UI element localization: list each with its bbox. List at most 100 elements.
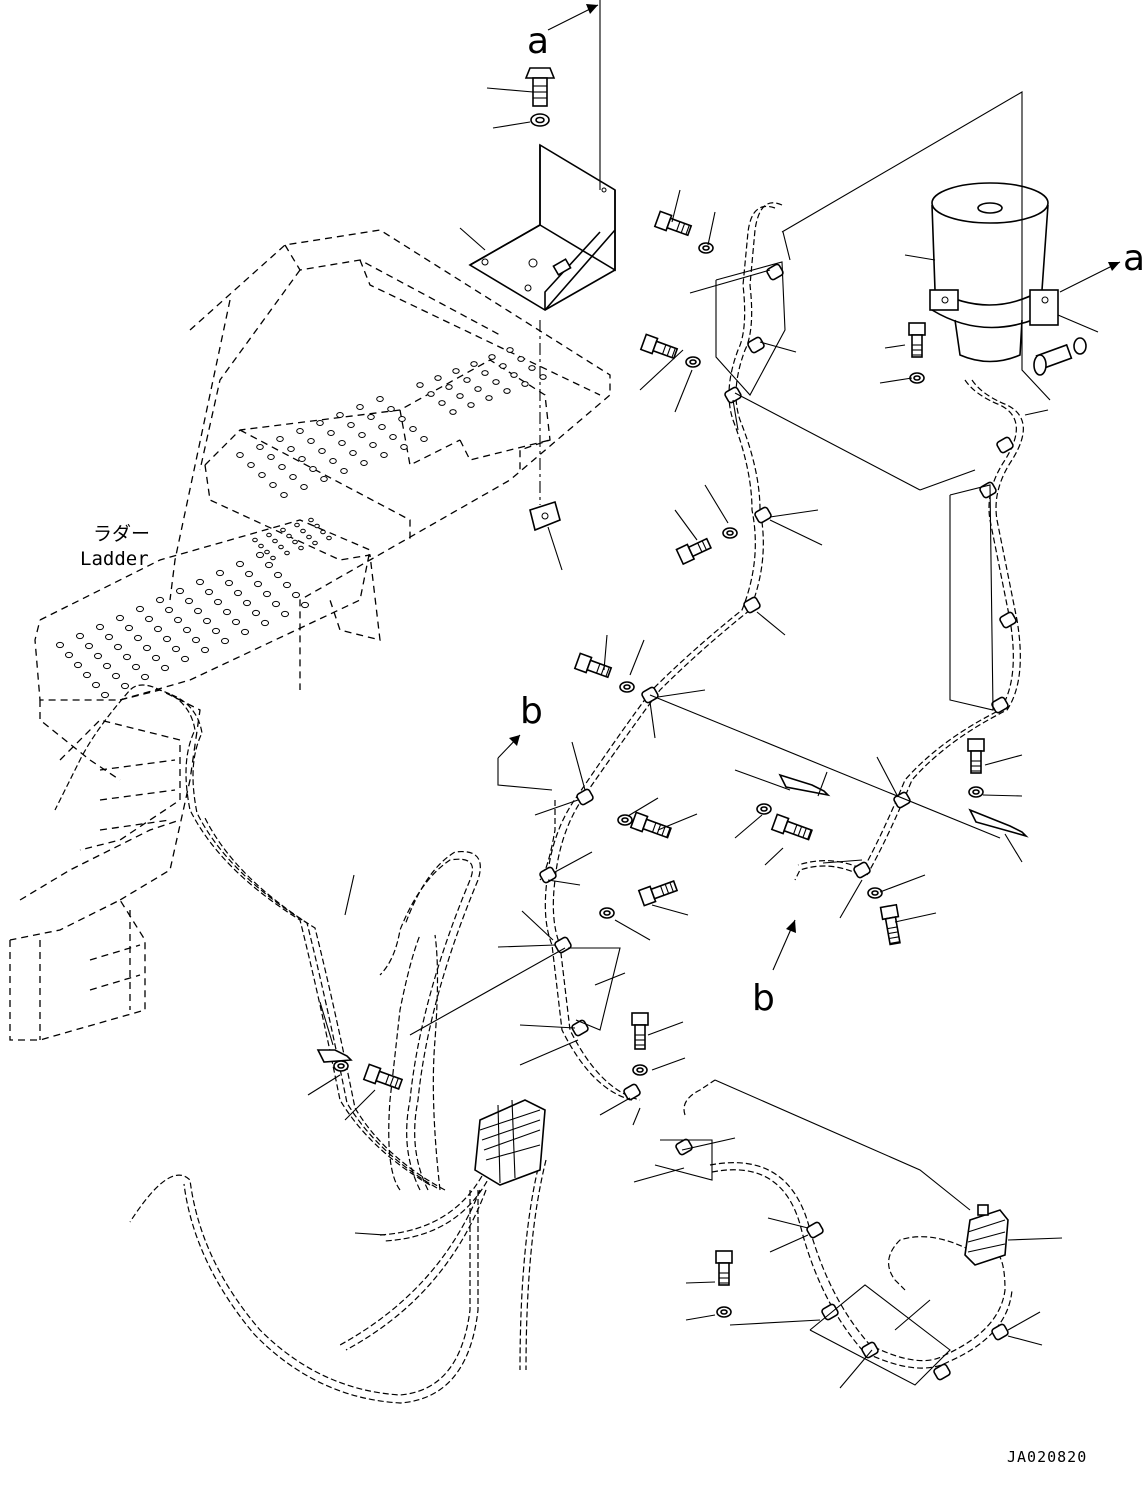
leader-line [769,519,823,546]
tread-hole [449,409,457,415]
tread-hole [83,671,91,679]
tread-hole [232,618,240,626]
tread-hole [284,550,290,556]
leader-line [519,1024,576,1029]
bolt [908,322,926,358]
bolt-shank [642,818,672,839]
distribution-valve [474,1099,546,1186]
tread-hole [125,624,133,632]
leader-line [519,1039,579,1066]
hose-clamp [991,1323,1009,1341]
tread-hole [329,458,337,464]
tread-hole [367,414,375,420]
hose-clamp [806,1221,824,1239]
tread-hole [280,527,286,533]
bolt-thread [384,1074,390,1085]
hose-clamp [996,436,1014,454]
tread-hole [245,570,253,578]
tread-hole [172,645,180,653]
bolt-thread [675,221,681,232]
tread-hole [463,377,471,383]
leader-line [671,189,681,223]
tread-hole [517,356,525,362]
tread-hole [234,589,242,597]
leader-line [1024,409,1049,416]
tread-hole [387,406,395,412]
tread-hole [223,608,231,616]
bolt-thread [889,941,900,944]
bolt-thread [394,1077,399,1088]
tread-hole [156,596,164,604]
tread-hole [378,424,386,430]
ladder-label-en: Ladder [80,548,149,570]
tread-hole [216,569,224,577]
ladder-frame [9,229,611,1041]
leader-line [649,701,656,739]
tread-hole [103,662,111,670]
tread-hole [185,597,193,605]
leader-line [1007,1237,1063,1241]
bolt [653,210,693,237]
tread-hole [521,381,529,387]
leader-line [674,369,693,413]
leader-line [547,879,581,886]
leader-line [685,1281,716,1284]
tread-hole [326,535,332,541]
leader-line [1004,833,1023,863]
hose-clamp [861,1341,879,1359]
tread-hole [205,588,213,596]
leader-line [629,639,645,676]
tread-hole [92,681,100,689]
leader-line [657,689,706,698]
tread-hole [283,581,291,589]
leader-line [876,756,899,798]
bolt [362,1063,404,1090]
bolt-thread [888,936,900,940]
tread-hole [356,404,364,410]
leader-line [904,254,936,261]
hose-clamp [623,1083,641,1101]
tread-hole [176,587,184,595]
strap-bracket [968,808,1029,838]
leader-line [632,1107,641,1126]
leader-line [764,847,784,866]
tread-hole [287,446,295,452]
tread-hole [270,555,276,561]
leader-line [486,87,534,93]
tread-hole [192,636,200,644]
tread-hole [114,643,122,651]
tread-hole [85,642,93,650]
tread-hole [123,653,131,661]
bolt-head [631,1012,649,1026]
leader-line [734,814,763,839]
bolt-thread [792,824,798,835]
bolt-thread [671,347,676,358]
tread-hole [376,396,384,402]
tread-hole [316,420,324,426]
leader-line [681,1137,736,1151]
bolt-thread [802,827,807,838]
tread-hole [510,372,518,378]
leader-line [344,874,355,916]
tread-hole [183,626,191,634]
tread-hole [267,454,275,460]
bolt-thread [651,822,657,833]
tread-hole [269,482,277,488]
tread-hole [141,673,149,681]
hose-clamp [747,336,765,354]
bolt [629,811,672,839]
tread-hole [318,448,326,454]
fasteners [316,210,1029,1318]
tread-hole [445,384,453,390]
guide-lines [409,91,1051,1386]
hose-clamp [754,506,772,524]
tread-hole [264,549,270,555]
hose-clamp [554,936,572,954]
tread-hole [539,374,547,380]
leader-line [603,634,608,671]
leader-line [571,741,586,791]
leader-line [782,231,791,261]
leader-line [689,269,771,294]
leader-line [344,1089,376,1121]
tread-hole [161,664,169,672]
